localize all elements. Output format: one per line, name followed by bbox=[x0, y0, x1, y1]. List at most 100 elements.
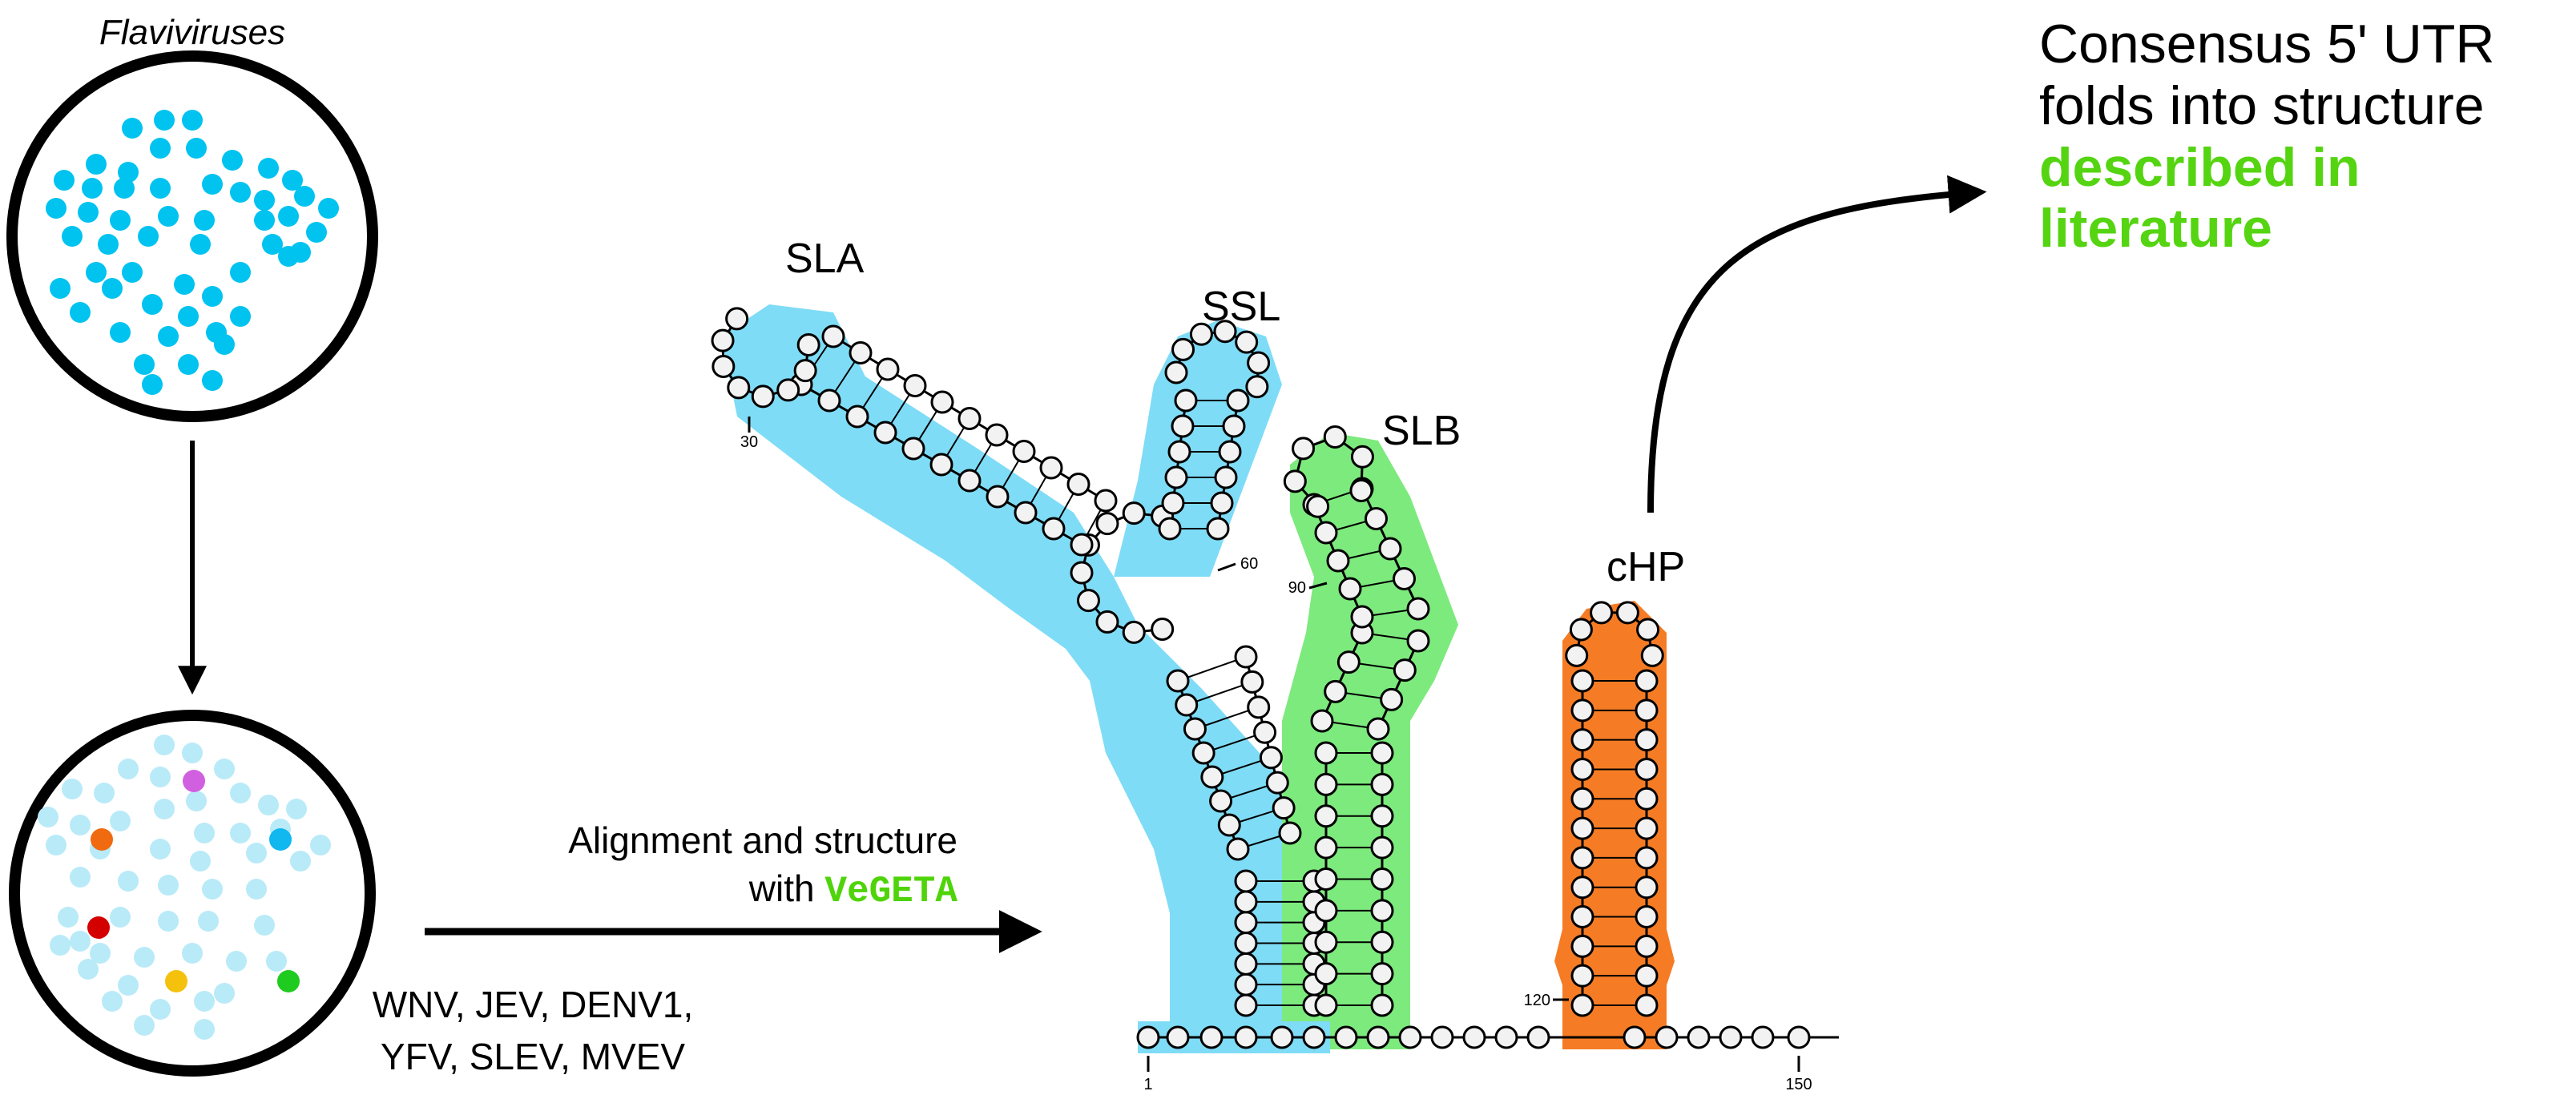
nucleotide bbox=[776, 378, 800, 402]
nucleotide bbox=[1183, 717, 1207, 741]
nucleotide bbox=[1314, 930, 1338, 954]
nucleotide bbox=[1787, 1025, 1811, 1049]
nucleotide bbox=[1158, 517, 1182, 541]
nucleotide bbox=[1334, 1025, 1358, 1049]
nucleotide bbox=[1245, 375, 1269, 399]
nucleotide bbox=[1095, 610, 1119, 634]
virus-dot-faded bbox=[290, 851, 311, 872]
virus-dot-selected bbox=[165, 970, 187, 992]
virus-dot bbox=[158, 206, 179, 227]
virus-dot bbox=[134, 354, 155, 375]
nucleotide bbox=[1200, 765, 1224, 789]
virus-dot-faded bbox=[50, 935, 71, 956]
nucleotide bbox=[1635, 669, 1659, 693]
nucleotide bbox=[1283, 469, 1307, 493]
nucleotide bbox=[903, 374, 927, 397]
nucleotide bbox=[796, 332, 820, 356]
virus-dot-faded bbox=[58, 907, 79, 928]
virus-dot bbox=[114, 178, 135, 199]
virus-dot-faded bbox=[226, 951, 247, 972]
nucleotide bbox=[1292, 437, 1316, 461]
virus-dot-faded bbox=[258, 795, 279, 815]
nucleotide bbox=[1370, 835, 1394, 859]
nucleotide bbox=[1213, 320, 1237, 344]
nucleotide bbox=[1259, 746, 1283, 770]
virus-dot-faded bbox=[194, 1019, 215, 1040]
nucleotide bbox=[1366, 1025, 1390, 1049]
nucleotides bbox=[711, 307, 1811, 1049]
nucleotide bbox=[1406, 597, 1430, 621]
conclusion-highlight-line-2: literature bbox=[2039, 198, 2272, 259]
conclusion-line-2: folds into structure bbox=[2039, 75, 2485, 136]
virus-dot-faded bbox=[70, 815, 91, 835]
virus-dot bbox=[154, 110, 175, 131]
nucleotide bbox=[1590, 601, 1614, 625]
nucleotide bbox=[1635, 993, 1659, 1017]
nucleotide bbox=[1380, 687, 1404, 711]
nucleotide bbox=[1164, 465, 1188, 489]
virus-dot bbox=[202, 286, 223, 307]
nucleotide bbox=[1326, 549, 1350, 573]
nucleotide bbox=[1751, 1025, 1775, 1049]
nucleotide bbox=[1234, 932, 1258, 955]
virus-dot-faded bbox=[90, 943, 111, 964]
nucleotide bbox=[1314, 993, 1338, 1017]
virus-dot-selected bbox=[183, 770, 205, 792]
virus-pool-circle bbox=[6, 50, 378, 422]
nucleotide bbox=[1247, 351, 1271, 375]
nucleotide bbox=[1171, 414, 1195, 438]
nucleotide bbox=[1191, 741, 1215, 765]
virus-dot bbox=[306, 222, 327, 243]
flaviviruses-label: Flaviviruses bbox=[99, 13, 285, 52]
virus-dots bbox=[46, 110, 339, 395]
rna-structure: SLA SSL SLB cHP 30 60 90 120 1 150 bbox=[711, 235, 1839, 1093]
sla-highlight bbox=[721, 304, 1322, 1049]
nucleotide bbox=[821, 324, 845, 348]
nucleotide bbox=[725, 307, 749, 331]
nucleotide bbox=[1206, 517, 1230, 541]
nucleotide bbox=[1167, 440, 1191, 464]
virus-dot-faded bbox=[150, 839, 171, 859]
virus-dot bbox=[70, 302, 91, 323]
nucleotide bbox=[1565, 643, 1589, 667]
nucleotide bbox=[1070, 533, 1094, 557]
stem-label-slb: SLB bbox=[1382, 408, 1461, 454]
nucleotide bbox=[1314, 804, 1338, 828]
nucleotide bbox=[1570, 816, 1594, 840]
nucleotide bbox=[1217, 813, 1241, 837]
virus-dot-faded bbox=[158, 911, 179, 932]
virus-dot-faded bbox=[102, 991, 123, 1012]
nucleotide bbox=[1306, 494, 1330, 518]
nucleotide bbox=[1240, 670, 1264, 694]
nucleotide bbox=[1570, 905, 1594, 929]
virus-dot-selected bbox=[91, 828, 113, 851]
virus-dot-faded bbox=[230, 823, 251, 843]
pipeline-label-line-2: with VeGETA bbox=[748, 868, 958, 912]
virus-dot bbox=[138, 226, 159, 247]
virus-dot-faded bbox=[194, 823, 215, 843]
virus-dot bbox=[150, 178, 171, 199]
virus-dot-faded bbox=[150, 767, 171, 787]
nucleotide bbox=[1378, 537, 1402, 561]
virus-dot bbox=[318, 198, 339, 219]
virus-dot-faded bbox=[134, 1015, 155, 1036]
selected-virus-circle bbox=[9, 710, 376, 1077]
virus-dot bbox=[190, 234, 211, 255]
nucleotide bbox=[1302, 1025, 1326, 1049]
nucleotide bbox=[1719, 1025, 1743, 1049]
virus-dot-faded bbox=[78, 959, 99, 980]
nucleotide bbox=[817, 388, 841, 413]
stem-label-chp: cHP bbox=[1606, 544, 1685, 590]
virus-dot bbox=[258, 158, 279, 179]
nucleotide bbox=[1323, 425, 1347, 449]
nucleotide bbox=[1570, 934, 1594, 958]
nucleotide bbox=[1635, 846, 1659, 870]
virus-dot-faded bbox=[310, 835, 331, 855]
virus-dot-faded bbox=[110, 907, 131, 928]
virus-list-line-1: WNV, JEV, DENV1, bbox=[373, 984, 694, 1025]
virus-dot bbox=[178, 354, 199, 375]
nucleotide bbox=[1012, 440, 1036, 463]
nucleotide bbox=[876, 357, 900, 381]
nucleotide bbox=[1151, 617, 1175, 641]
nucleotide bbox=[1234, 645, 1258, 669]
